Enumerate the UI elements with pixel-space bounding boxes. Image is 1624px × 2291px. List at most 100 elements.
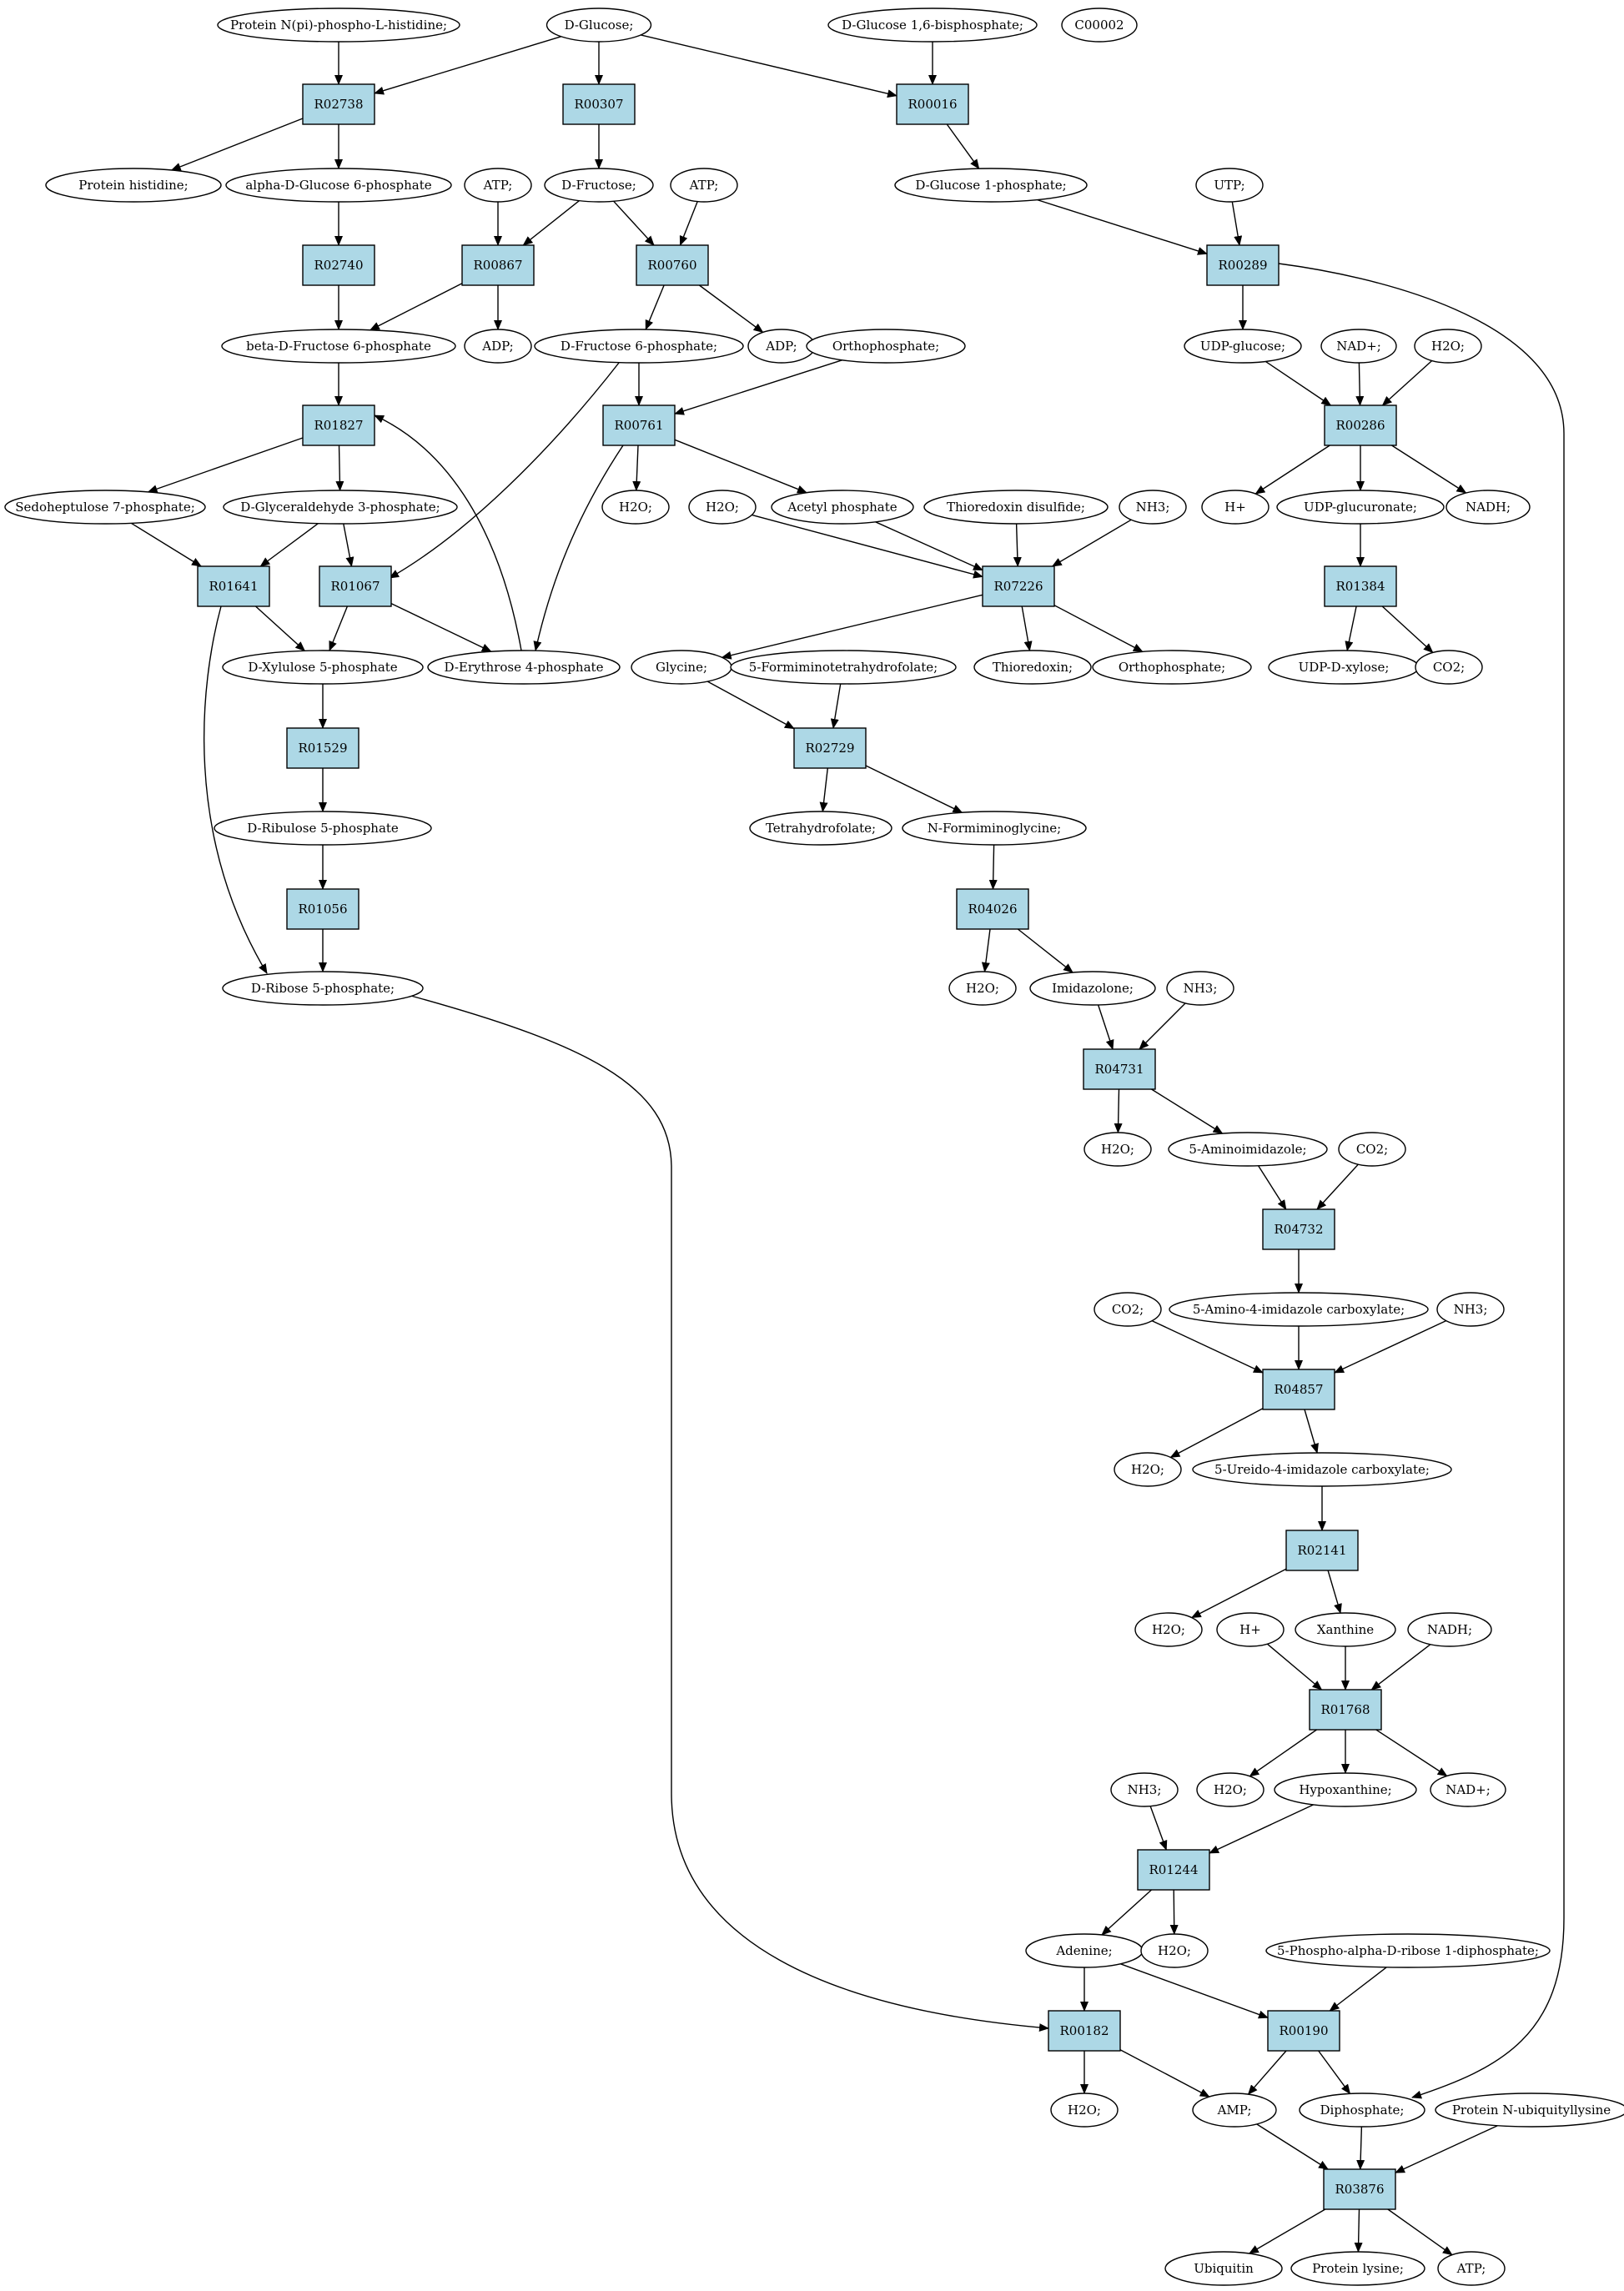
compound-node-n_dfru[interactable]: D-Fructose;	[544, 168, 654, 203]
compound-node-n_dglc16bp[interactable]: D-Glucose 1,6-bisphosphate;	[827, 8, 1038, 43]
reaction-node-r07226[interactable]: R07226	[982, 565, 1055, 607]
compound-node-n_h2o_a[interactable]: H2O;	[1414, 329, 1482, 364]
compound-node-n_dglc[interactable]: D-Glucose;	[546, 8, 652, 43]
compound-node-n_bdf6p[interactable]: beta-D-Fructose 6-phosphate	[221, 329, 456, 364]
compound-node-n_prothis[interactable]: Protein histidine;	[45, 168, 222, 203]
compound-node-n_ppi[interactable]: Diphosphate;	[1299, 2093, 1425, 2128]
reaction-node-r02729[interactable]: R02729	[793, 727, 867, 769]
reaction-node-r01056[interactable]: R01056	[286, 888, 359, 930]
compound-node-n_udpglc[interactable]: UDP-glucose;	[1184, 329, 1302, 364]
compound-node-n_atp1[interactable]: ATP;	[464, 168, 532, 203]
compound-node-n_nh3_b[interactable]: NH3;	[1166, 971, 1234, 1006]
compound-node-n_h2o_d[interactable]: H2O;	[948, 971, 1017, 1006]
compound-node-n_imid[interactable]: Imidazolone;	[1029, 971, 1156, 1006]
compound-node-n_atp3[interactable]: ATP;	[1437, 2251, 1506, 2286]
compound-node-n_hplus2[interactable]: H+	[1216, 1612, 1285, 1647]
compound-node-n_h2o_i[interactable]: H2O;	[1140, 1933, 1209, 1968]
reaction-node-r00016[interactable]: R00016	[896, 83, 969, 125]
compound-node-n_h2o_j[interactable]: H2O;	[1050, 2093, 1119, 2128]
reaction-node-r00190[interactable]: R00190	[1267, 2010, 1340, 2052]
compound-node-n_h2o_h[interactable]: H2O;	[1196, 1772, 1265, 1807]
compound-node-n_adg6p[interactable]: alpha-D-Glucose 6-phosphate	[225, 168, 452, 203]
compound-node-n_nh3_d[interactable]: NH3;	[1110, 1772, 1179, 1807]
compound-node-n_adp1[interactable]: ADP;	[464, 329, 532, 364]
compound-node-n_pnpph[interactable]: Protein N(pi)-phospho-L-histidine;	[217, 8, 460, 43]
compound-node-n_co2_b[interactable]: CO2;	[1338, 1132, 1406, 1167]
compound-node-n_h2o_g[interactable]: H2O;	[1134, 1612, 1203, 1647]
reaction-node-r01244[interactable]: R01244	[1137, 1849, 1210, 1891]
reaction-node-r00307[interactable]: R00307	[562, 83, 636, 125]
reaction-node-r01067[interactable]: R01067	[319, 565, 392, 607]
compound-node-n_hypx[interactable]: Hypoxanthine;	[1274, 1772, 1417, 1807]
compound-node-n_x5p[interactable]: D-Xylulose 5-phosphate	[222, 650, 424, 685]
compound-node-n_c00002[interactable]: C00002	[1061, 8, 1138, 43]
compound-node-n_5u4ic[interactable]: 5-Ureido-4-imidazole carboxylate;	[1192, 1452, 1452, 1487]
compound-node-n_df6p[interactable]: D-Fructose 6-phosphate;	[534, 329, 744, 364]
compound-node-n_adp2[interactable]: ADP;	[747, 329, 816, 364]
compound-node-n_nadh1[interactable]: NADH;	[1446, 490, 1531, 525]
compound-node-n_5ai[interactable]: 5-Aminoimidazole;	[1168, 1132, 1328, 1167]
compound-node-n_h2o_c[interactable]: H2O;	[688, 490, 757, 525]
reaction-node-r01529[interactable]: R01529	[286, 727, 359, 769]
reaction-node-r01641[interactable]: R01641	[197, 565, 270, 607]
compound-node-n_ortho1[interactable]: Orthophosphate;	[806, 329, 966, 364]
compound-node-n_gly[interactable]: Glycine;	[631, 650, 732, 685]
compound-node-n_atp2[interactable]: ATP;	[670, 168, 738, 203]
compound-node-n_g3p[interactable]: D-Glyceraldehyde 3-phosphate;	[223, 490, 458, 525]
compound-node-n_e4p[interactable]: D-Erythrose 4-phosphate	[427, 650, 621, 685]
node-label: R01244	[1149, 1862, 1198, 1877]
reaction-node-r00289[interactable]: R00289	[1206, 244, 1280, 286]
reaction-node-r03876[interactable]: R03876	[1323, 2168, 1396, 2210]
reaction-node-r02740[interactable]: R02740	[302, 244, 375, 286]
reaction-node-r00867[interactable]: R00867	[461, 244, 535, 286]
reaction-node-r01384[interactable]: R01384	[1324, 565, 1397, 607]
compound-node-n_udpxyl[interactable]: UDP-D-xylose;	[1268, 650, 1420, 685]
compound-node-n_r5p[interactable]: D-Ribose 5-phosphate;	[222, 971, 424, 1006]
reaction-node-r00760[interactable]: R00760	[636, 244, 709, 286]
reaction-node-r04857[interactable]: R04857	[1262, 1369, 1335, 1410]
edge-r00289-to-n_ppi	[1278, 263, 1565, 2099]
compound-node-n_nfgly[interactable]: N-Formiminoglycine;	[902, 811, 1087, 846]
compound-node-n_ru5p[interactable]: D-Ribulose 5-phosphate	[214, 811, 432, 846]
reaction-node-r01827[interactable]: R01827	[302, 404, 375, 446]
compound-node-n_nadp2[interactable]: NAD+;	[1430, 1772, 1506, 1807]
compound-node-n_nadp1[interactable]: NAD+;	[1320, 329, 1397, 364]
compound-node-n_co2_c[interactable]: CO2;	[1094, 1292, 1162, 1327]
compound-node-n_trxss[interactable]: Thioredoxin disulfide;	[923, 490, 1109, 525]
reaction-node-r02141[interactable]: R02141	[1285, 1530, 1359, 1571]
reaction-node-r02738[interactable]: R02738	[302, 83, 375, 125]
compound-node-n_amp[interactable]: AMP;	[1192, 2093, 1277, 2128]
compound-ellipse	[806, 329, 966, 364]
compound-node-n_ubq[interactable]: Ubiquitin	[1164, 2251, 1283, 2286]
compound-node-n_xan[interactable]: Xanthine	[1295, 1612, 1396, 1647]
compound-node-n_5a4ic[interactable]: 5-Amino-4-imidazole carboxylate;	[1169, 1292, 1429, 1327]
compound-node-n_ortho2[interactable]: Orthophosphate;	[1092, 650, 1252, 685]
compound-node-n_hplus1[interactable]: H+	[1201, 490, 1270, 525]
reaction-node-r04732[interactable]: R04732	[1262, 1208, 1335, 1250]
reaction-node-r04026[interactable]: R04026	[956, 888, 1029, 930]
compound-node-n_ade[interactable]: Adenine;	[1025, 1933, 1144, 1968]
compound-node-n_plys[interactable]: Protein lysine;	[1290, 2251, 1425, 2286]
compound-node-n_acp[interactable]: Acetyl phosphate	[771, 490, 914, 525]
compound-node-n_trx[interactable]: Thioredoxin;	[973, 650, 1092, 685]
reaction-node-r00761[interactable]: R00761	[602, 404, 676, 446]
compound-node-n_pnubl[interactable]: Protein N-ubiquityllysine	[1435, 2093, 1624, 2128]
compound-node-n_nh3_a[interactable]: NH3;	[1119, 490, 1187, 525]
compound-node-n_thf[interactable]: Tetrahydrofolate;	[749, 811, 892, 846]
compound-node-n_utp[interactable]: UTP;	[1195, 168, 1264, 203]
compound-node-n_prpp[interactable]: 5-Phospho-alpha-D-ribose 1-diphosphate;	[1265, 1933, 1551, 1968]
compound-node-n_nadh2[interactable]: NADH;	[1407, 1612, 1492, 1647]
reaction-node-r01768[interactable]: R01768	[1309, 1689, 1382, 1731]
compound-node-n_udpgluc[interactable]: UDP-glucuronate;	[1276, 490, 1445, 525]
compound-node-n_co2_a[interactable]: CO2;	[1415, 650, 1483, 685]
reaction-node-r00286[interactable]: R00286	[1324, 404, 1397, 446]
compound-node-n_nh3_c[interactable]: NH3;	[1436, 1292, 1505, 1327]
compound-node-n_fthf[interactable]: 5-Formiminotetrahydrofolate;	[730, 650, 957, 685]
compound-node-n_h2o_e[interactable]: H2O;	[1084, 1132, 1152, 1167]
compound-node-n_h2o_f[interactable]: H2O;	[1114, 1452, 1182, 1487]
reaction-node-r00182[interactable]: R00182	[1048, 2010, 1121, 2052]
compound-node-n_h2o_b[interactable]: H2O;	[601, 490, 670, 525]
reaction-node-r04731[interactable]: R04731	[1083, 1048, 1156, 1090]
compound-node-n_dg1p[interactable]: D-Glucose 1-phosphate;	[894, 168, 1088, 203]
compound-node-n_s7p[interactable]: Sedoheptulose 7-phosphate;	[4, 490, 206, 525]
